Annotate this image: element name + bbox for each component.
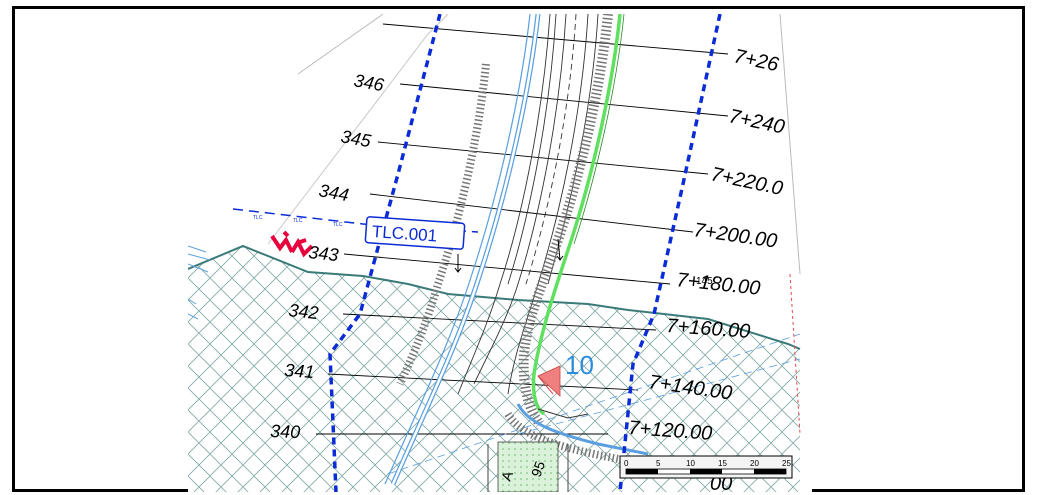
station-label-7-180: 7+180.00 xyxy=(675,269,761,300)
survey-marker xyxy=(537,365,561,397)
small-number-label: 145 xyxy=(696,276,713,287)
tlc-line xyxy=(232,208,479,233)
station-label-7-220: 7+220.0 xyxy=(709,163,785,200)
station-label-345: 345 xyxy=(339,126,373,151)
tlc-mini-label: TLC xyxy=(333,222,343,228)
station-label-342: 342 xyxy=(288,300,320,323)
property-line-left xyxy=(328,14,442,492)
road-edges xyxy=(384,14,541,486)
station-label-7-240: 7+240 xyxy=(727,105,787,138)
station-lines xyxy=(316,23,729,435)
point-number-label: 10 xyxy=(565,350,594,380)
tlc-tag-box xyxy=(364,216,466,250)
scale-tick-15: 15 xyxy=(718,459,727,468)
station-label-344: 344 xyxy=(317,180,350,205)
station-label-341: 341 xyxy=(284,360,315,382)
scale-tick-5: 5 xyxy=(656,459,661,468)
scale-bar: 0 5 10 15 20 25 xyxy=(619,455,793,479)
drawing-canvas: TLC TLC TLC TLC.001 346 345 344 343 342 … xyxy=(188,14,801,492)
station-label-346: 346 xyxy=(352,70,386,95)
scale-tick-10: 10 xyxy=(686,459,695,468)
station-label-7-260: 7+26 xyxy=(732,45,781,76)
green-curb xyxy=(531,14,622,416)
slope-hatching xyxy=(518,14,613,428)
station-label-340: 340 xyxy=(270,421,301,442)
warning-symbols xyxy=(270,230,314,258)
scale-tick-25: 25 xyxy=(782,459,791,468)
terrain-boundary xyxy=(188,244,801,350)
rotated-label-95: 95 xyxy=(528,459,548,479)
terrain-hatch xyxy=(188,246,800,492)
station-label-343: 343 xyxy=(308,242,340,265)
tlc-mini-label: TLC xyxy=(293,218,303,224)
station-label-7-200: 7+200.00 xyxy=(692,219,778,252)
tlc-mini-label: TLC xyxy=(253,215,263,221)
green-parcel xyxy=(497,441,559,492)
tlc-tag-label: TLC.001 xyxy=(371,222,437,246)
scale-tick-0: 0 xyxy=(624,459,629,468)
scale-tick-20: 20 xyxy=(750,459,759,468)
cad-drawing: TLC TLC TLC TLC.001 346 345 344 343 342 … xyxy=(188,14,812,492)
